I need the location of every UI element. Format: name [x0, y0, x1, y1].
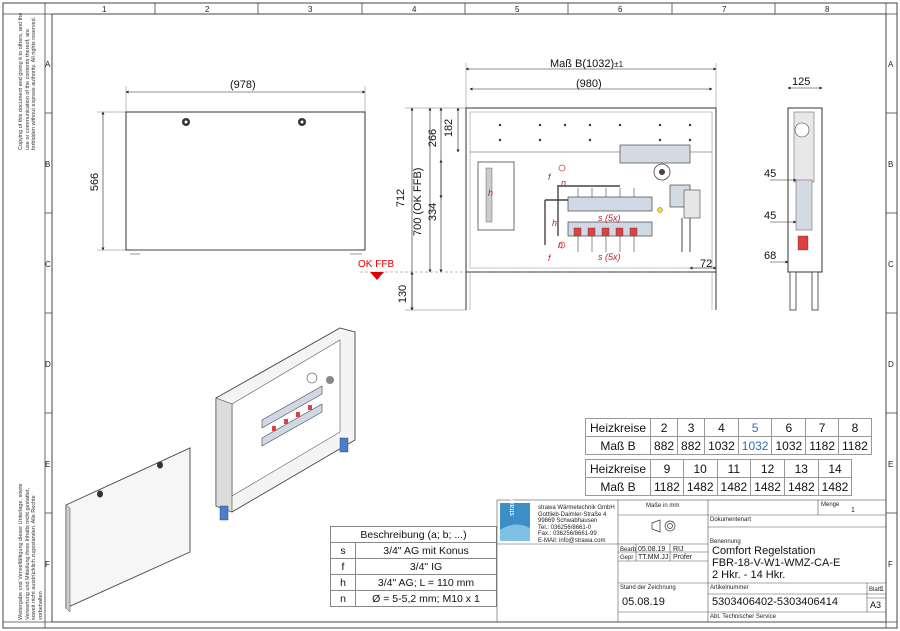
- gepr-name: Prüfer: [673, 554, 693, 561]
- label-benennung: Benennung: [710, 539, 741, 545]
- grid-row-c-right: C: [888, 260, 894, 269]
- ht1-label-mass: Maß B: [584, 436, 652, 455]
- company-logo: strawa: [509, 495, 516, 516]
- cover-front-view: [97, 86, 366, 255]
- grid-row-e-right: E: [888, 460, 894, 469]
- grid-row-d: D: [45, 360, 51, 369]
- cabinet-front-view: [360, 63, 717, 311]
- ht2-mass: 1482: [783, 477, 819, 496]
- label-menge: Menge: [821, 502, 840, 508]
- grid-row-a-right: A: [888, 60, 894, 69]
- label-bearb: Bearb: [620, 547, 637, 553]
- label-stand: Stand der Zeichnung: [620, 585, 676, 591]
- ht2-kreis: 11: [716, 459, 752, 478]
- dim-inner-width: (980): [576, 78, 602, 90]
- grid-col-1: 1: [102, 5, 107, 14]
- label-masse: Maße in mm: [646, 503, 680, 509]
- label-h-mid: h: [552, 218, 558, 228]
- ht1-label-kreise: Heizkreise: [584, 418, 652, 437]
- label-gepr: Gepr: [620, 555, 634, 561]
- dim-68: 68: [764, 250, 777, 262]
- ht1-mass: 1182: [805, 436, 839, 455]
- dim-125: 125: [792, 76, 811, 88]
- ht1-mass: 1032: [737, 436, 773, 455]
- ok-ffb-label: OK FFB: [358, 259, 395, 270]
- label-n-bottom: n: [558, 240, 564, 250]
- grid-col-4: 4: [412, 5, 417, 14]
- grid-row-f: F: [45, 560, 50, 569]
- grid-row-a: A: [45, 60, 51, 69]
- grid-row-e: E: [45, 460, 51, 469]
- heizkreise-table-2: Heizkreise 9 10 11 12 13 14 Maß B 1182 1…: [584, 459, 853, 496]
- benennung-text: Comfort Regelstation FBR-18-V-W1-WMZ-CA-…: [712, 545, 841, 581]
- dim-45-b: 45: [764, 210, 777, 222]
- ht2-kreis: 14: [817, 459, 853, 478]
- label-blatt: Blatt: [869, 587, 882, 593]
- format-value: A3: [870, 600, 882, 610]
- ht2-mass: 1482: [750, 477, 785, 496]
- gepr-date: TT.MM.JJ: [638, 554, 669, 561]
- dim-72: 72: [700, 258, 713, 270]
- label-s5x-a: s (5x): [598, 213, 621, 223]
- stand-value: 05.08.19: [622, 596, 665, 608]
- ht1-mass: 882: [650, 436, 679, 455]
- company-address: strawa Wärmetechnik GmbH Gottlieb-Daimle…: [538, 505, 615, 544]
- ht1-mass: 882: [677, 436, 706, 455]
- label-dokumentenart: Dokumentenart: [710, 517, 752, 523]
- label-s5x-b: s (5x): [598, 252, 621, 262]
- beschreibung-title: Beschreibung (a; b; ...): [330, 526, 497, 543]
- ht2-label-mass: Maß B: [584, 477, 652, 496]
- grid-col-7: 7: [722, 5, 727, 14]
- heizkreise-table-1: Heizkreise 2 3 4 5 6 7 8 Maß B 882 882 1…: [584, 418, 872, 455]
- grid-col-2: 2: [205, 5, 210, 14]
- ht1-mass: 1182: [838, 436, 872, 455]
- ht2-kreis: 13: [783, 459, 819, 478]
- menge-value: 1: [851, 507, 855, 514]
- cabinet-side-view: [770, 86, 823, 311]
- artikel-value: 5303406402-5303406414: [712, 596, 839, 608]
- beschreibung-value: 3/4" AG mit Konus: [355, 542, 497, 559]
- ht2-mass: 1482: [682, 477, 718, 496]
- grid-row-b-right: B: [888, 160, 894, 169]
- ht2-mass: 1482: [817, 477, 853, 496]
- ht2-mass: 1482: [716, 477, 752, 496]
- grid-col-6: 6: [618, 5, 623, 14]
- label-artikel: Artikelnummer: [710, 585, 749, 591]
- bearb-date: 05.08.19: [638, 546, 666, 553]
- grid-row-c: C: [45, 260, 51, 269]
- label-f-top: f: [548, 172, 551, 182]
- ht2-label-kreise: Heizkreise: [584, 459, 652, 478]
- label-h-left: h: [488, 188, 494, 198]
- grid-col-8: 8: [825, 5, 830, 14]
- blatt-value: 1: [880, 586, 884, 593]
- grid-row-f-right: F: [888, 560, 893, 569]
- ht1-mass: 1032: [771, 436, 807, 455]
- grid-row-b: B: [45, 160, 51, 169]
- grid-col-3: 3: [308, 5, 313, 14]
- dim-mass-b: Maß B(1032)±1: [550, 58, 624, 70]
- label-n-top: n: [561, 178, 567, 188]
- bearb-name: RIJ: [673, 546, 684, 553]
- grid-row-d-right: D: [888, 360, 894, 369]
- ht2-mass: 1182: [650, 477, 684, 496]
- beschreibung-value: Ø = 5-5,2 mm; M10 x 1: [355, 590, 497, 607]
- dim-45-a: 45: [764, 168, 777, 180]
- isometric-view: [65, 327, 356, 613]
- dim-left-width: (978): [230, 79, 256, 91]
- grid-col-5: 5: [515, 5, 520, 14]
- label-f-bottom: f: [548, 253, 551, 263]
- label-abt: Abt. Technischer Service: [710, 614, 776, 620]
